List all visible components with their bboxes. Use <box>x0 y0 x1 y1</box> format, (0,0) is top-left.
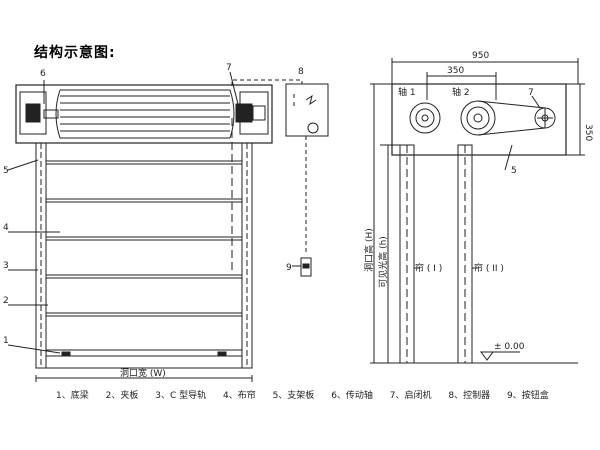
controller-box <box>285 83 329 137</box>
side-view <box>370 58 585 364</box>
callout-7: 7 <box>226 63 232 73</box>
side-housing <box>391 83 567 156</box>
curtain-ribs <box>46 160 242 357</box>
motor-pulley <box>534 107 556 129</box>
legend-item: 7、启闭机 <box>389 391 432 401</box>
curtain-body <box>45 142 243 369</box>
dim-350-height: 350 <box>583 124 593 141</box>
left-shaft-block <box>25 103 41 123</box>
callout-1: 1 <box>3 336 9 346</box>
visible-height-label: 可见光高 (h) <box>377 236 389 288</box>
diagram-title: 结构示意图: <box>34 45 116 61</box>
curtain-roll <box>55 89 235 139</box>
callout-2: 2 <box>3 296 9 306</box>
front-view <box>7 71 273 382</box>
callout-8: 8 <box>298 67 304 77</box>
callout-5-side: 5 <box>511 166 517 176</box>
legend-item: 6、传动轴 <box>331 391 373 401</box>
dim-950: 950 <box>472 51 489 61</box>
left-bracket-plate <box>19 91 47 135</box>
front-callouts: 6 7 8 9 5 4 3 2 1 <box>3 63 304 346</box>
callout-9: 9 <box>286 263 292 273</box>
shaft-1-label: 轴 1 <box>398 86 416 98</box>
side-labels: 950 350 350 轴 1 轴 2 7 5 洞口高 (H) 可见光高 (h)… <box>363 51 593 352</box>
curtain-1-label: 帘 ( I ) <box>415 262 442 274</box>
legend-item: 3、C 型导轨 <box>155 391 207 401</box>
legend-item: 9、按钮盒 <box>507 391 549 401</box>
shaft-2-label: 轴 2 <box>452 86 470 98</box>
legend-item: 2、夹板 <box>105 391 139 401</box>
callout-7-side: 7 <box>528 88 534 98</box>
dim-350-width: 350 <box>447 66 464 76</box>
ground-level-label: ± 0.00 <box>494 342 525 352</box>
legend: 1、底梁 2、夹板 3、C 型导轨 4、布帘 5、支架板 6、传动轴 7、启闭机… <box>56 388 563 401</box>
callout-4: 4 <box>3 223 9 233</box>
right-shaft-block <box>235 103 253 123</box>
callout-6: 6 <box>40 69 46 79</box>
legend-item: 5、支架板 <box>272 391 315 401</box>
legend-item: 4、布帘 <box>222 391 256 401</box>
opening-height-label: 洞口高 (H) <box>363 228 375 272</box>
legend-item: 8、控制器 <box>448 391 491 401</box>
legend-item: 1、底梁 <box>56 391 89 401</box>
callout-3: 3 <box>3 261 9 271</box>
controller <box>231 79 329 277</box>
callout-5: 5 <box>3 166 9 176</box>
shaft-1 <box>409 102 441 134</box>
shaft-2 <box>460 100 496 136</box>
curtain-2-label: 帘 ( II ) <box>474 262 504 274</box>
opening-width-label: 洞口宽 (W) <box>120 367 166 379</box>
